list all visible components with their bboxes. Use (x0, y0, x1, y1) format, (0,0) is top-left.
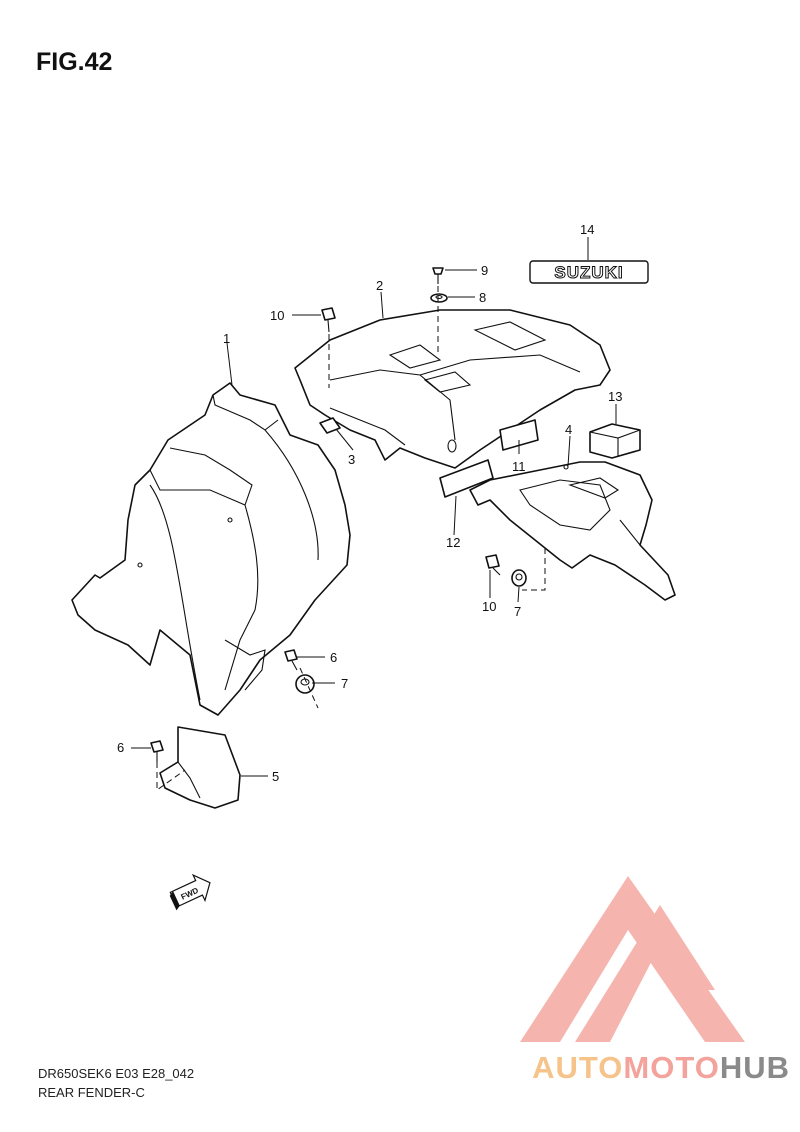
callout-6-fender: 6 (330, 650, 337, 665)
cushion-block (589, 423, 641, 459)
mud-flap (159, 726, 241, 809)
emblem-text: SUZUKI (554, 263, 623, 282)
watermark-auto: AUTO (532, 1050, 624, 1085)
grommet-7-fender (295, 674, 315, 694)
watermark-moto: MOTO (623, 1050, 720, 1085)
suzuki-emblem: SUZUKI (529, 260, 649, 284)
callout-10-lower: 10 (482, 599, 496, 614)
callout-13: 13 (608, 389, 622, 404)
callout-1: 1 (223, 331, 230, 346)
washer-8 (430, 293, 448, 303)
bolt-10-top (321, 307, 336, 333)
bolt-6-flap (150, 740, 164, 762)
callout-7-lower: 7 (514, 604, 521, 619)
assembly-lines (156, 286, 546, 791)
model-code: DR650SEK6 E03 E28_042 (38, 1066, 195, 1081)
bolt-6-fender (284, 649, 298, 671)
rear-fender (294, 309, 611, 469)
callout-6-flap: 6 (117, 740, 124, 755)
callout-11: 11 (512, 459, 526, 474)
callout-5: 5 (272, 769, 279, 784)
forward-direction-arrow-icon: FWD (169, 873, 211, 911)
grommet-7-lower (511, 569, 527, 587)
reflector-11 (499, 419, 539, 451)
callout-8: 8 (479, 290, 486, 305)
inner-rear-fender (71, 382, 351, 716)
callout-4: 4 (565, 422, 572, 437)
callout-12: 12 (446, 535, 460, 550)
license-plate-bracket (469, 461, 676, 601)
callout-3: 3 (348, 452, 355, 467)
leader-lines (131, 237, 617, 777)
callout-2: 2 (376, 278, 383, 293)
callout-10-top: 10 (270, 308, 284, 323)
watermark-text: AUTOMOTOHUB (532, 1050, 790, 1086)
figure-title: FIG.42 (36, 48, 113, 76)
callout-labels: 1 2 3 4 5 6 6 7 7 8 9 10 10 11 12 13 14 (117, 222, 622, 784)
bolt-10-lower (485, 554, 501, 576)
watermark-hub: HUB (719, 1050, 790, 1085)
group-name: REAR FENDER-C (38, 1085, 145, 1100)
screw-9 (432, 267, 444, 284)
reflector-12 (439, 459, 494, 498)
callout-9: 9 (481, 263, 488, 278)
callout-7-fender: 7 (341, 676, 348, 691)
callout-14: 14 (580, 222, 594, 237)
watermark-logo-icon (520, 876, 745, 1042)
clip-nut (319, 417, 341, 434)
